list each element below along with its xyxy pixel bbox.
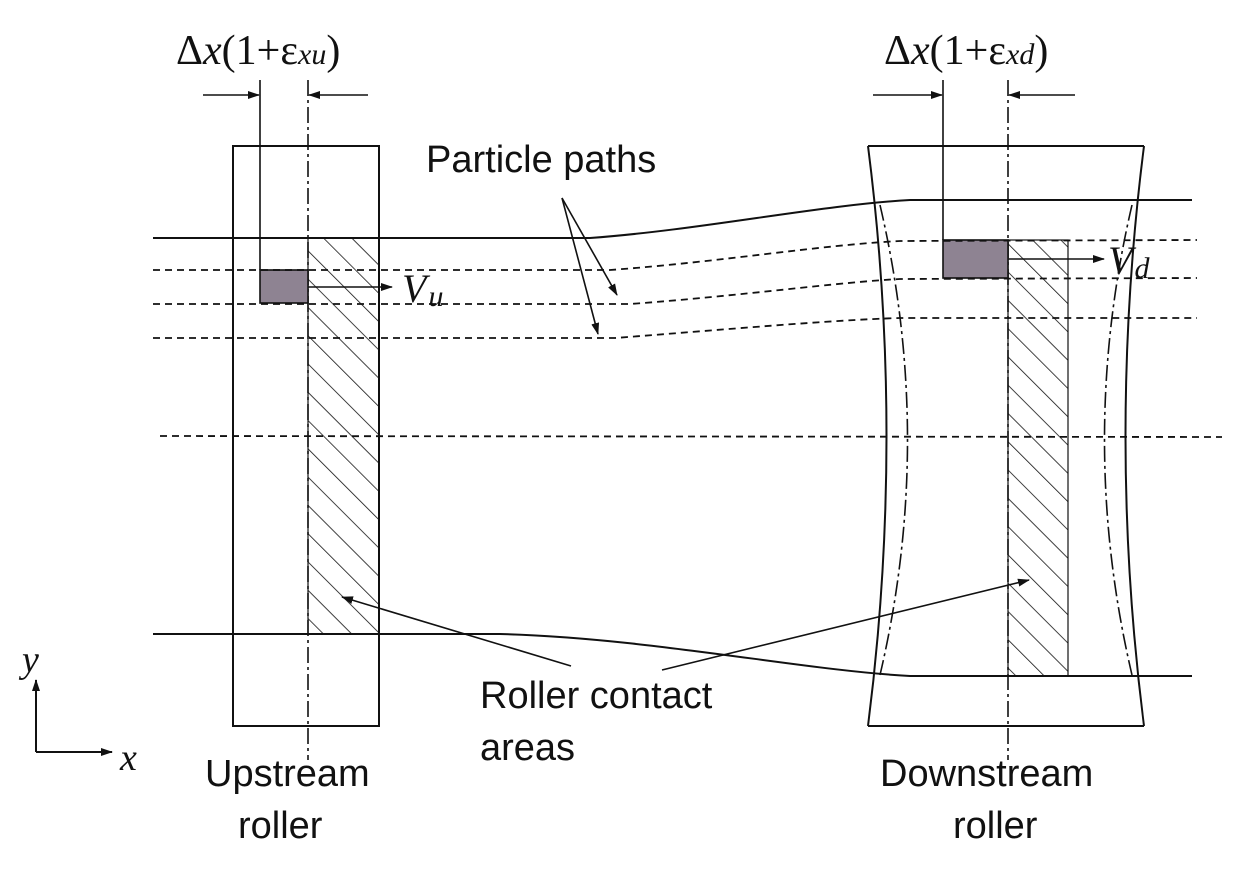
roller-contact-label-line2: areas xyxy=(480,727,575,769)
downstream-roller-right-edge xyxy=(1124,145,1145,727)
upstream-roller xyxy=(232,80,393,760)
particle-paths-label: Particle paths xyxy=(426,139,656,181)
downstream-dimension xyxy=(873,80,1075,240)
upstream-dimension-label: Δx(1+εxu) xyxy=(176,28,340,74)
upstream-web-element xyxy=(259,269,309,304)
particle-path-2 xyxy=(153,277,1198,305)
y-axis-label: y xyxy=(18,639,39,681)
particle-leader-1 xyxy=(561,197,618,296)
downstream-dimension-label: Δx(1+εxd) xyxy=(884,28,1048,74)
roller-contact-label-line1: Roller contact xyxy=(480,675,713,717)
web-lines xyxy=(153,199,1223,677)
downstream-roller xyxy=(867,80,1145,760)
upstream-roller-label-line2: roller xyxy=(238,805,323,847)
leader-arrows xyxy=(341,197,1030,671)
web-centerline xyxy=(159,435,1223,438)
downstream-velocity-label: Vd xyxy=(1108,238,1150,285)
contact-leader-upstream xyxy=(341,596,572,667)
web-top-edge xyxy=(153,199,1192,239)
downstream-web-element xyxy=(942,239,1009,279)
web-bottom-edge xyxy=(153,633,1192,677)
downstream-roller-inner-right xyxy=(1103,204,1133,676)
coordinate-axes: y x xyxy=(18,639,137,779)
downstream-roller-label-line2: roller xyxy=(953,805,1038,847)
x-axis-label: x xyxy=(119,737,137,779)
contact-leader-downstream xyxy=(661,578,1030,671)
downstream-roller-inner-left xyxy=(879,204,909,676)
upstream-roller-label-line1: Upstream xyxy=(205,753,370,795)
particle-leader-2 xyxy=(561,197,600,335)
particle-path-3 xyxy=(153,317,1197,339)
downstream-contact-area xyxy=(1007,239,1069,677)
particle-path-1 xyxy=(153,239,1198,271)
upstream-velocity-label: Vu xyxy=(402,266,443,313)
downstream-roller-label-line1: Downstream xyxy=(880,753,1093,795)
